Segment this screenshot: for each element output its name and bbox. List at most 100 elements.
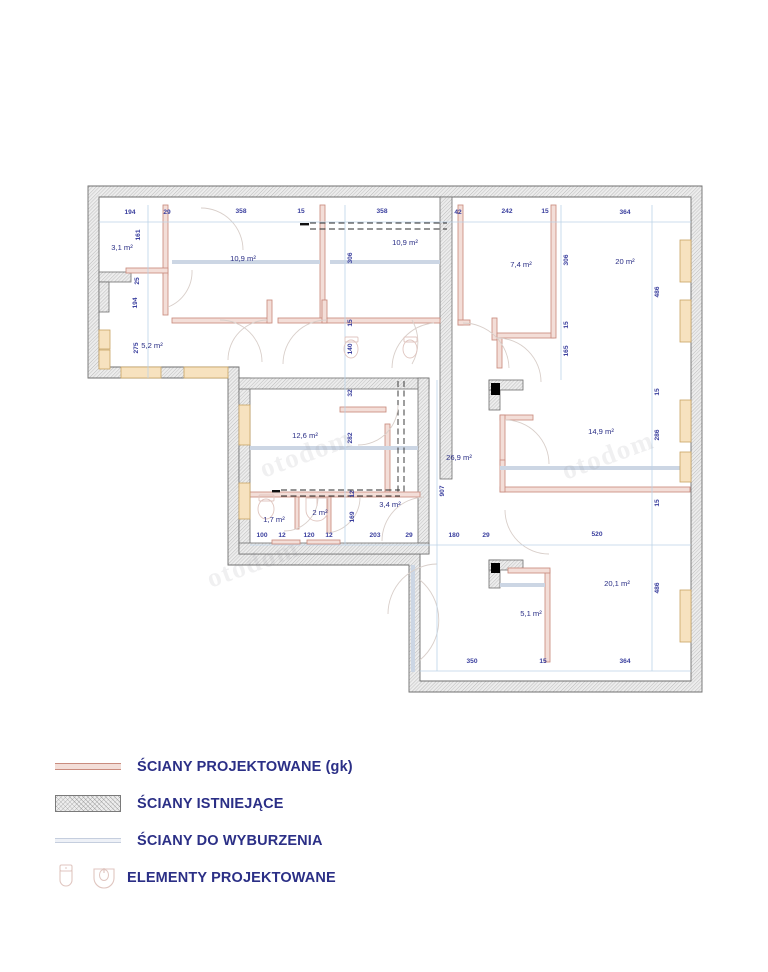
legend-label-elements: ELEMENTY PROJEKTOWANE [127,869,336,886]
projected-wall-e4 [499,459,506,493]
existing-wall-swatch [55,795,121,812]
dashed-opening-group [281,222,447,497]
dimension-label-169-6: 169 [349,511,356,522]
legend-label-existing: ŚCIANY ISTNIEJĄCE [137,795,284,812]
door-arcs-group [167,207,550,661]
dimension-label-165-2: 165 [563,345,570,356]
dimension-label-15-3: 15 [297,208,305,215]
dimension-label-12-3: 12 [325,532,333,539]
dimension-label-364-8: 364 [619,209,630,216]
dimension-label-364-11: 364 [619,658,630,665]
dimension-label-486-7: 486 [654,582,661,593]
projected-wall-c6 [496,337,503,369]
door-arc-4 [227,319,269,361]
legend-row-projected: ŚCIANY PROJEKTOWANE (gk) [55,748,535,785]
demolish-wall-swatch-wrap [55,838,127,843]
dimension-label-15-6: 15 [654,499,661,507]
dimension-label-32-3: 32 [347,389,354,397]
dimension-label-180-6: 180 [448,532,459,539]
door-arc-10 [283,496,319,532]
projected-wall-c4 [496,332,555,339]
dimension-label-907-7: 907 [439,485,446,496]
door-arc-3 [219,319,263,363]
demolish-walls-group [172,260,690,672]
dimension-label-42-5: 42 [454,209,462,216]
toilet-bowl-plan-2 [343,339,359,359]
toilet-tank-plan-3 [403,336,418,343]
window-left-1 [98,329,111,350]
dimension-label-242-6: 242 [501,208,512,215]
demolish-wall-swatch [55,838,121,843]
window-left-2 [98,349,111,370]
legend-label-demolish: ŚCIANY DO WYBURZENIA [137,832,323,849]
dimension-label-286-5: 286 [654,429,661,440]
window-right-4 [679,451,692,483]
room-label-room-12-6: 12,6 m² [292,431,318,440]
dimension-label-140-2: 140 [347,343,354,354]
projected-wall-d4 [294,496,300,530]
dimension-label-350-9: 350 [466,658,477,665]
room-label-room-3-4: 3,4 m² [379,500,401,509]
dimension-lines-group [99,205,691,672]
door-arc-5 [282,319,328,365]
dimension-label-520-8: 520 [591,531,602,538]
dimension-label-15-10: 15 [539,658,547,665]
sink-icon [93,867,115,889]
existing-wall-12-6-right [417,377,430,555]
windows-group [98,239,692,643]
existing-wall-left-stub-b [98,281,110,313]
window-12-6-a [238,404,251,446]
room-label-room-20: 20 m² [615,257,635,266]
projected-wall-c5 [550,204,557,339]
dimension-label-306-0: 306 [347,252,354,263]
existing-wall-vertical-mid [439,196,453,480]
projected-wall-swatch [55,763,121,770]
projected-wall-c2 [457,319,471,326]
projected-elements-swatch [55,863,127,893]
door-arc-11 [325,496,361,534]
legend-label-projected: ŚCIANY PROJEKTOWANE (gk) [137,758,353,775]
dashed-opening-markers [272,223,309,493]
projected-wall-a2 [162,269,169,316]
door-arc-1 [167,269,193,308]
dimension-label-29-7: 29 [482,532,490,539]
legend-row-existing: ŚCIANY ISTNIEJĄCE [55,785,535,822]
room-label-room-20-1: 20,1 m² [604,579,630,588]
window-bottom-left-2 [183,366,229,379]
room-label-room-5-1: 5,1 m² [520,609,542,618]
existing-wall-swatch-wrap [55,795,127,812]
dimension-label-15-1: 15 [347,319,354,327]
existing-wall-hall-right-top [488,379,524,391]
projected-wall-e5 [544,569,551,663]
dimension-label-194-0: 194 [124,209,135,216]
projected-wall-d6 [271,539,301,545]
projected-wall-a3 [125,267,169,274]
dimension-label-12-1: 12 [278,532,286,539]
existing-wall-12-6-top [238,377,430,390]
opening-marker-b [272,490,280,493]
toilet-bowl-plan-3 [402,339,418,359]
projected-wall-d1 [384,423,391,495]
legend-row-demolish: ŚCIANY DO WYBURZENIA [55,822,535,859]
toilet-tank-plan-1 [258,494,275,502]
projected-wall-b3 [266,299,273,324]
projected-wall-c3 [491,317,498,341]
projected-walls-group [125,204,691,663]
door-arc-16 [387,563,438,615]
door-arc-15 [419,579,440,661]
projected-wall-d2 [339,406,387,413]
window-bottom-left-1 [120,366,162,379]
projected-wall-b6 [326,317,441,324]
door-arc-6 [411,319,419,365]
dimension-label-194-2: 194 [132,297,139,308]
dimension-label-100-0: 100 [256,532,267,539]
room-label-room-26-9: 26,9 m² [446,453,472,462]
room-label-room-7-4: 7,4 m² [510,260,532,269]
opening-marker-a [300,223,309,226]
dimension-label-25-1: 25 [134,277,141,285]
dimension-label-358-4: 358 [376,208,387,215]
